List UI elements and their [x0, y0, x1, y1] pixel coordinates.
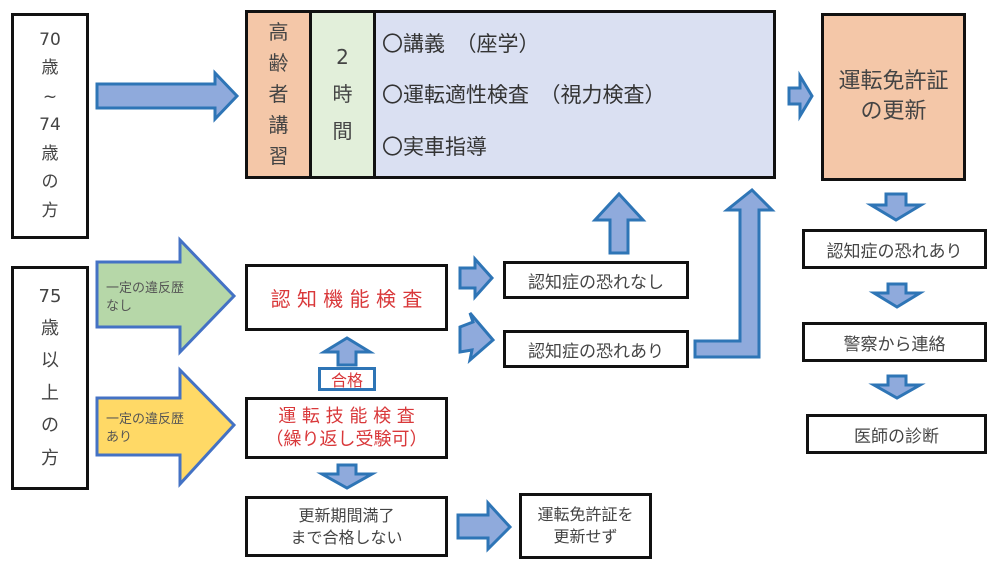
course-title-chars: 高 齢 者 講 習	[248, 13, 309, 176]
skill-test-line2: （繰り返し受験可）	[265, 429, 428, 450]
course-box: 高 齢 者 講 習 2 時 間 〇講義 （座学） 〇運転適性検査 （視力検査） …	[245, 10, 776, 179]
no-renewal-line2: 更新せず	[553, 527, 618, 546]
renewal-line1: 運転免許証	[838, 69, 949, 95]
arrow-down-renewal-to-risk	[865, 192, 927, 222]
duration-char: 2	[336, 45, 349, 69]
post-renewal-dementia-risk: 認知症の恐れあり	[802, 229, 987, 269]
label-char: 以	[41, 350, 59, 372]
doctor-diagnosis-label: 医師の診断	[854, 426, 939, 447]
fail-line1: 更新期間満了	[298, 505, 395, 525]
arrow-cognitive-to-no-dementia	[458, 255, 495, 301]
title-char: 者	[268, 82, 289, 106]
arrow-yellow-violation	[95, 366, 237, 488]
group-70-74-box: 70 歳 ~ 74 歳 の 方	[11, 13, 89, 239]
no-renewal: 運転免許証を 更新せず	[519, 493, 652, 559]
police-contact: 警察から連絡	[802, 322, 987, 362]
duration-chars: 2 時 間	[312, 13, 373, 176]
result-no-dementia-label: 認知症の恐れなし	[528, 272, 664, 293]
post-renewal-risk-label: 認知症の恐れあり	[826, 241, 963, 262]
no-violation-line2: なし	[106, 298, 133, 314]
arrow-l-dementia-to-course	[693, 187, 776, 359]
cognitive-function-test: 認 知 機 能 検 査	[245, 264, 448, 331]
doctor-diagnosis: 医師の診断	[806, 414, 987, 454]
course-item-lecture: 〇講義 （座学）	[382, 31, 540, 56]
group-75-plus-box: 75 歳 以 上 の 方	[11, 266, 89, 490]
pass-badge: 合格	[318, 367, 376, 391]
title-char: 齢	[268, 51, 289, 75]
no-violation-line1: 一定の違反歴	[106, 281, 185, 296]
group-75-plus-label: 75 歳 以 上 の 方	[14, 269, 86, 487]
label-char: の	[41, 415, 59, 437]
result-dementia-label: 認知症の恐れあり	[528, 341, 664, 362]
license-renewal-box: 運転免許証 の更新	[821, 13, 966, 181]
no-renewal-line1: 運転免許証を	[537, 505, 634, 525]
label-char: 方	[41, 447, 59, 469]
arrow-right-70-to-course	[95, 69, 240, 123]
course-duration: 2 時 間	[312, 13, 376, 176]
label-char: 70	[39, 29, 61, 50]
course-items: 〇講義 （座学） 〇運転適性検査 （視力検査） 〇実車指導	[376, 13, 773, 176]
label-char: 歳	[41, 318, 59, 340]
group-70-74-label: 70 歳 ~ 74 歳 の 方	[14, 16, 86, 236]
arrow-down-police-to-doctor	[868, 374, 926, 400]
course-item-aptitude-test: 〇運転適性検査 （視力検査）	[382, 83, 666, 108]
arrow-up-no-dementia-to-course	[591, 191, 647, 255]
arrow-down-risk-to-police	[868, 282, 926, 309]
fail-until-expiry: 更新期間満了 まで合格しない	[245, 496, 448, 557]
label-char: 上	[41, 382, 59, 404]
title-char: 高	[268, 20, 289, 44]
skill-test-line1: 運 転 技 能 検 査	[278, 405, 415, 427]
arrow-down-skill-to-fail	[316, 463, 378, 490]
duration-char: 時	[332, 82, 353, 106]
label-char: ~	[42, 86, 58, 107]
violation-label: 一定の違反歴 あり	[106, 411, 184, 446]
label-char: 歳	[41, 143, 59, 164]
duration-char: 間	[332, 119, 353, 143]
course-title: 高 齢 者 講 習	[248, 13, 312, 176]
fail-line2: まで合格しない	[290, 527, 403, 547]
pass-label: 合格	[330, 371, 363, 390]
title-char: 講	[268, 113, 289, 137]
result-no-dementia: 認知症の恐れなし	[503, 261, 689, 299]
arrow-cognitive-to-dementia	[458, 312, 496, 365]
label-char: 74	[39, 115, 61, 136]
label-char: 方	[41, 200, 59, 221]
label-char: の	[41, 172, 59, 193]
arrow-right-fail-to-no-renewal	[456, 499, 513, 553]
arrow-up-pass-to-cognitive	[318, 336, 376, 367]
violation-line2: あり	[106, 429, 133, 445]
title-char: 習	[268, 144, 289, 168]
result-dementia-risk: 認知症の恐れあり	[503, 330, 689, 368]
violation-line1: 一定の違反歴	[106, 412, 185, 427]
no-violation-label: 一定の違反歴 なし	[106, 280, 184, 315]
arrow-right-course-to-renewal	[787, 70, 814, 122]
label-char: 75	[38, 285, 62, 307]
course-item-practical: 〇実車指導	[382, 135, 487, 160]
arrow-green-no-violation	[95, 236, 237, 356]
label-char: 歳	[41, 58, 59, 79]
renewal-line2: の更新	[860, 99, 927, 124]
cognitive-test-label: 認 知 機 能 検 査	[270, 287, 423, 311]
driving-skill-test: 運 転 技 能 検 査 （繰り返し受験可）	[245, 397, 448, 459]
police-contact-label: 警察から連絡	[843, 334, 946, 355]
